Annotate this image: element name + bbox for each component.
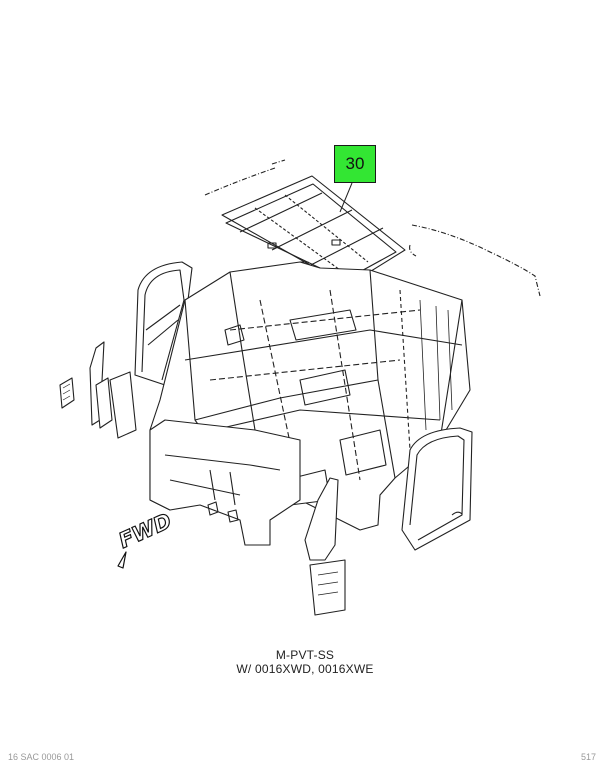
callout-30[interactable]: 30 [334, 145, 376, 183]
fwd-arrow-icon [117, 551, 127, 569]
footer-ref-left: 16 SAC 0006 01 [8, 752, 75, 762]
caption-model: M-PVT-SS [275, 648, 335, 662]
left-door-frame [134, 261, 193, 386]
center-pillar-trim [304, 477, 346, 616]
front-lower-panel [149, 419, 301, 546]
roof-panel [221, 175, 406, 287]
callout-leader [339, 182, 353, 213]
left-pillar-trims [59, 341, 137, 439]
right-door-frame [401, 427, 473, 551]
caption-variant: W/ 0016XWD, 0016XWE [236, 662, 374, 676]
roof-seal-strips [204, 159, 541, 297]
footer-ref-right: 517 [580, 752, 596, 762]
